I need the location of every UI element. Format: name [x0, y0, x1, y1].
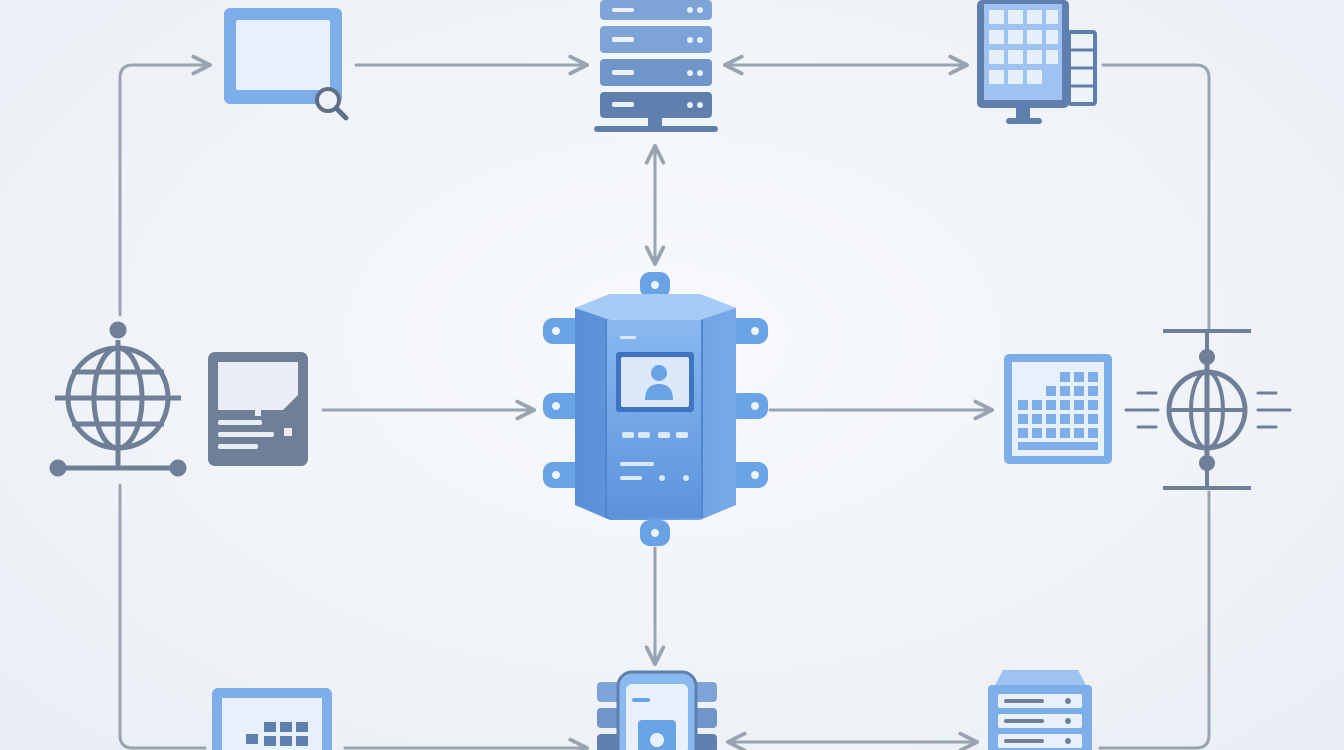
- central-hub-icon: [543, 272, 768, 546]
- server-rack-top-icon: [594, 0, 718, 132]
- dashboard-terminal-icon: [977, 0, 1097, 124]
- monitor-search-icon: [224, 8, 349, 121]
- keyboard-panel-icon: [212, 688, 332, 750]
- connector-right-globe-to-storage: [1098, 490, 1211, 750]
- connector-globe-to-keyboard: [118, 483, 207, 750]
- mobile-server-icon: [597, 670, 717, 750]
- globe-left-icon: [49, 321, 187, 477]
- device-panel-icon: [208, 352, 308, 466]
- connector-globe-to-monitor: [118, 54, 212, 317]
- globe-right-icon: [1124, 329, 1292, 490]
- connector-dashboard-to-right-globe: [1101, 63, 1211, 330]
- storage-unit-icon: [988, 670, 1092, 750]
- connectors: [118, 54, 1211, 750]
- spreadsheet-icon: [1004, 354, 1112, 464]
